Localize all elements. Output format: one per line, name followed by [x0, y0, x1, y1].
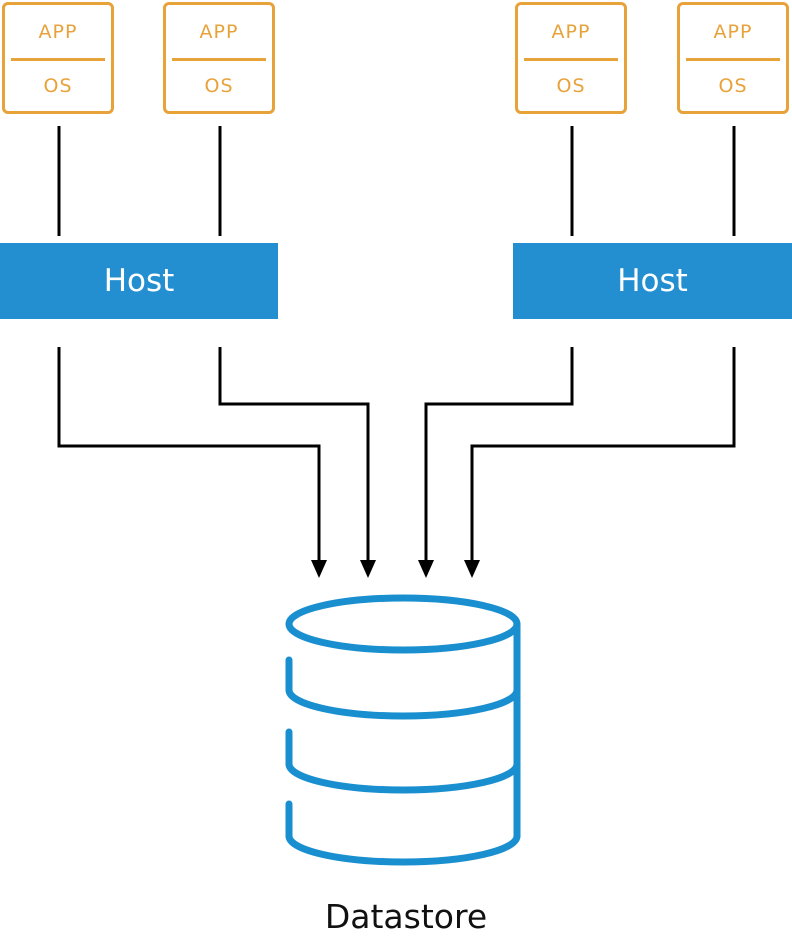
vm-app-label: APP [551, 21, 591, 43]
vm-os-label: OS [204, 75, 234, 97]
host1-path-inner [218, 347, 370, 562]
vm-divider [172, 58, 266, 61]
host-label: Host [617, 263, 688, 299]
datastore-label: Datastore [324, 897, 488, 936]
arrow-head-1 [311, 560, 327, 578]
vm-os-label: OS [718, 75, 748, 97]
vm-divider [686, 58, 780, 61]
vm-divider [524, 58, 618, 61]
vm-box-2: APP OS [163, 2, 275, 114]
vm-box-3: APP OS [515, 2, 627, 114]
datastore-band-1 [285, 686, 521, 720]
vm-app-label: APP [38, 21, 78, 43]
vm-box-1: APP OS [2, 2, 114, 114]
arrow-head-4 [464, 560, 480, 578]
vm-box-4: APP OS [677, 2, 789, 114]
host-box-2: Host [513, 243, 792, 319]
vm-app-label: APP [199, 21, 239, 43]
host1-path-outer [57, 347, 321, 562]
host2-path-inner [424, 347, 574, 562]
vm-os-label: OS [43, 75, 73, 97]
host2-path-outer [470, 347, 736, 562]
datastore-band-2 [285, 760, 521, 794]
arrow-head-3 [418, 560, 434, 578]
vm-divider [11, 58, 105, 61]
datastore-bottom-arc [285, 832, 521, 866]
vm-os-label: OS [556, 75, 586, 97]
datastore-top-ellipse [285, 594, 521, 654]
arrow-head-2 [360, 560, 376, 578]
host-label: Host [103, 263, 175, 299]
host-box-1: Host [0, 243, 278, 319]
vm-app-label: APP [713, 21, 753, 43]
